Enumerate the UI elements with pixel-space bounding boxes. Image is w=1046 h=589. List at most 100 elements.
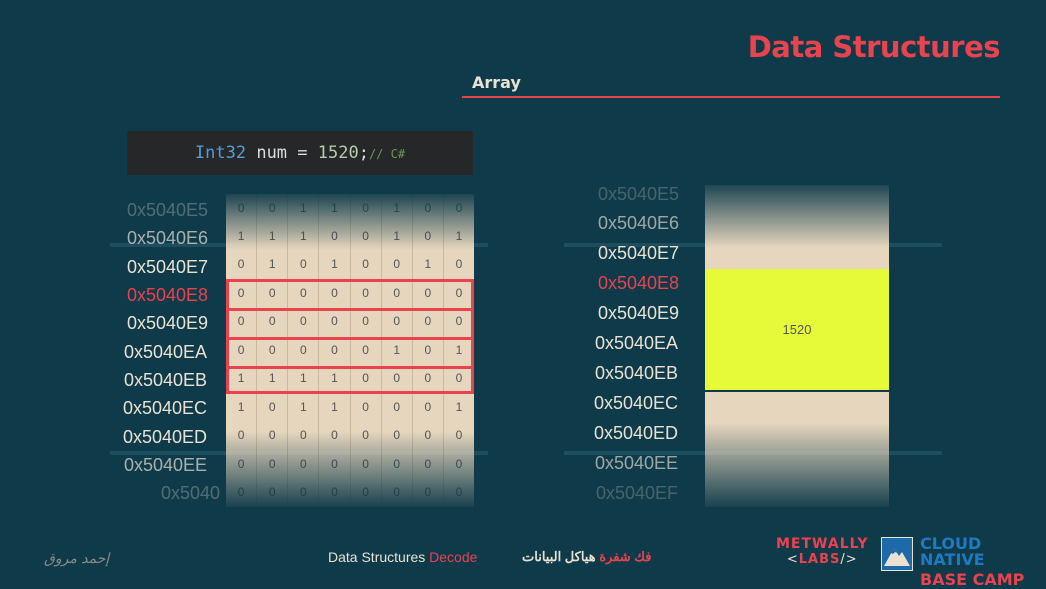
footer-arabic-red: فك شفرة (595, 549, 652, 564)
bit-cell: 0 (442, 478, 474, 507)
page-title: Data Structures (747, 30, 1001, 64)
bit-cell: 0 (380, 279, 412, 308)
bit-cell: 0 (287, 250, 318, 279)
address-label: 0x5040EC (123, 398, 208, 418)
bit-cell: 0 (349, 450, 381, 479)
bit-cell: 1 (256, 222, 287, 251)
bit-cell: 0 (380, 478, 412, 507)
bit-cell: 0 (237, 286, 245, 300)
bit-cell: 0 (411, 336, 443, 365)
bit-cell: 0 (349, 421, 381, 450)
bit-cell: 0 (380, 421, 412, 450)
memory-cell (705, 214, 889, 243)
bit-cell: 0 (411, 307, 443, 336)
bit-cell: 0 (318, 421, 349, 450)
address-label: 0x5040EC (594, 393, 679, 413)
bit-cell: 0 (237, 485, 245, 499)
bit-cell: 0 (256, 307, 287, 336)
bit-cell: 0 (442, 279, 474, 308)
address-label: 0x5040EB (595, 363, 679, 383)
logo-labs-text: LABS (798, 552, 841, 567)
memory-cell (705, 243, 889, 272)
bit-cell: 0 (442, 250, 474, 279)
bit-cell: 0 (256, 279, 287, 308)
logo-cloud-native-text: CLOUD NATIVE (920, 534, 985, 569)
bit-cell: 0 (318, 279, 349, 308)
bit-cell: 0 (411, 478, 443, 507)
bit-cell: 0 (318, 336, 349, 365)
bit-cell: 0 (256, 393, 287, 422)
bit-cell: 0 (256, 336, 287, 365)
memory-cell (705, 450, 889, 479)
logo-close-bracket: /> (840, 552, 858, 567)
memory-cells (705, 183, 889, 508)
bit-cell: 0 (349, 194, 381, 223)
bit-cell: 1 (442, 222, 474, 251)
bit-cell: 0 (318, 307, 349, 336)
footer-title-white: Data Structures (328, 549, 430, 565)
int32-value-block: 1520 (705, 269, 889, 390)
bit-cell: 1 (442, 336, 474, 365)
bit-cell: 1 (318, 250, 349, 279)
footer-title-red: Decode (429, 549, 478, 565)
code-type: Int32 (194, 143, 247, 163)
bit-cell: 1 (318, 364, 349, 393)
address-label: 0x5040 (161, 483, 221, 503)
memory-cell (705, 479, 889, 508)
address-label: 0x5040ED (594, 423, 679, 443)
address-label: 0x5040E9 (127, 313, 209, 333)
logo-open-bracket: < (786, 552, 799, 567)
footer-arabic-white: هياكل البيانات (522, 549, 596, 564)
bit-cell: 0 (411, 421, 443, 450)
address-label: 0x5040E7 (598, 243, 680, 263)
bit-cell: 1 (256, 250, 287, 279)
bit-cell: 0 (411, 222, 443, 251)
bit-cell: 0 (318, 478, 349, 507)
address-label: 0x5040EA (124, 342, 208, 362)
bit-cell: 0 (237, 457, 245, 471)
code-snippet: Int32 num = 1520;// C# (127, 131, 473, 175)
address-label: 0x5040EA (595, 333, 679, 353)
address-label: 0x5040E6 (598, 213, 680, 233)
bit-cell: 0 (287, 421, 318, 450)
code-semicolon: ; (358, 143, 369, 163)
code-value: 1520 (317, 143, 359, 163)
bit-cell: 0 (256, 421, 287, 450)
bit-cell: 1 (287, 222, 318, 251)
bit-cell: 0 (237, 428, 245, 442)
bit-cell: 1 (256, 364, 287, 393)
bit-cell: 1 (237, 229, 245, 243)
logo-metwally-text: METWALLY (776, 536, 869, 552)
bit-cell: 0 (411, 450, 443, 479)
address-label: 0x5040E5 (598, 184, 680, 204)
bit-cell: 0 (349, 336, 381, 365)
memory-cell (705, 392, 889, 421)
bit-cell: 0 (287, 279, 318, 308)
bit-cell: 0 (411, 279, 443, 308)
address-label: 0x5040EE (595, 453, 679, 473)
code-rest: num = (246, 143, 318, 163)
section-subtitle: Array (462, 73, 1000, 98)
bit-cell: 1 (411, 250, 443, 279)
bit-cell: 0 (349, 222, 381, 251)
mountain-icon (881, 537, 913, 571)
cloud-native-base-camp-logo: CLOUD NATIVE BASE CAMP (920, 536, 1046, 588)
memory-cell (705, 421, 889, 450)
address-label: 0x5040E9 (598, 303, 680, 323)
address-label: 0x5040E5 (127, 200, 209, 220)
bit-cell: 0 (287, 336, 318, 365)
bit-cell: 1 (380, 222, 412, 251)
bit-cell: 0 (318, 450, 349, 479)
address-label-highlighted: 0x5040E8 (127, 285, 209, 305)
bit-cell: 0 (237, 201, 245, 215)
bit-cell: 1 (318, 393, 349, 422)
bit-cell: 1 (287, 364, 318, 393)
code-comment: // C# (368, 147, 406, 161)
bit-cell: 1 (318, 194, 349, 223)
bit-cell: 1 (287, 194, 318, 223)
